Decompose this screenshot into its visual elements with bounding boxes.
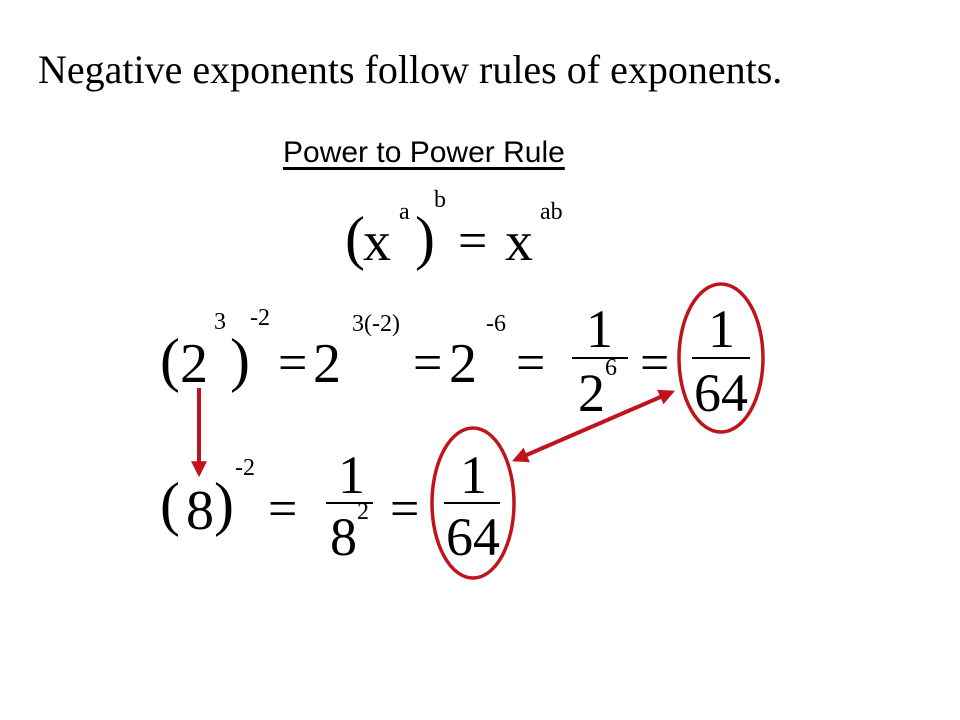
slide-title: Negative exponents follow rules of expon… bbox=[38, 47, 783, 92]
ex2-open-paren: ( bbox=[160, 471, 180, 537]
rule-result-base: x bbox=[505, 211, 533, 273]
rule-open-paren: ( bbox=[345, 205, 365, 271]
ex2-frac1-denominator-exponent: 2 bbox=[357, 499, 369, 525]
ex1-open-paren: ( bbox=[160, 327, 180, 393]
ex1-step1-base: 2 bbox=[313, 333, 341, 395]
rule-heading: Power to Power Rule bbox=[283, 136, 565, 169]
ex2-equals-2: = bbox=[390, 481, 420, 538]
ex2-frac2-denominator: 64 bbox=[446, 507, 500, 567]
rule-outer-exponent: b bbox=[434, 187, 446, 213]
ex2-frac1-numerator: 1 bbox=[338, 445, 365, 505]
rule-base: x bbox=[363, 211, 391, 273]
ex2-base: 8 bbox=[186, 480, 214, 542]
rule-close-paren: ) bbox=[415, 205, 435, 271]
ex1-frac1-numerator: 1 bbox=[586, 299, 613, 359]
ex1-step1-exponent: 3(-2) bbox=[352, 311, 400, 337]
ex2-close-paren: ) bbox=[214, 471, 234, 537]
ex1-step2-exponent: -6 bbox=[486, 311, 506, 337]
ex1-frac1-denominator-exponent: 6 bbox=[605, 355, 617, 381]
ex1-equals-3: = bbox=[516, 335, 546, 392]
rule-inner-exponent: a bbox=[399, 199, 410, 225]
ex1-frac2-denominator: 64 bbox=[694, 363, 748, 423]
ex1-step2-base: 2 bbox=[449, 333, 477, 395]
ex1-equals-1: = bbox=[278, 335, 308, 392]
ex1-equals-4: = bbox=[640, 335, 670, 392]
ex2-frac1-denominator-base: 8 bbox=[330, 507, 357, 567]
ex1-outer-exponent: -2 bbox=[250, 305, 270, 331]
ex2-outer-exponent: -2 bbox=[235, 455, 255, 481]
ex1-base: 2 bbox=[180, 333, 208, 395]
rule-equals: = bbox=[458, 213, 488, 270]
ex1-equals-2: = bbox=[413, 335, 443, 392]
rule-result-exponent: ab bbox=[540, 199, 563, 225]
ex1-frac1-denominator-base: 2 bbox=[578, 363, 605, 423]
ex1-inner-exponent: 3 bbox=[214, 309, 226, 335]
ex1-frac2-numerator: 1 bbox=[708, 299, 735, 359]
ex2-equals-1: = bbox=[268, 481, 298, 538]
ex1-close-paren: ) bbox=[230, 327, 250, 393]
ex2-frac2-numerator: 1 bbox=[460, 445, 487, 505]
